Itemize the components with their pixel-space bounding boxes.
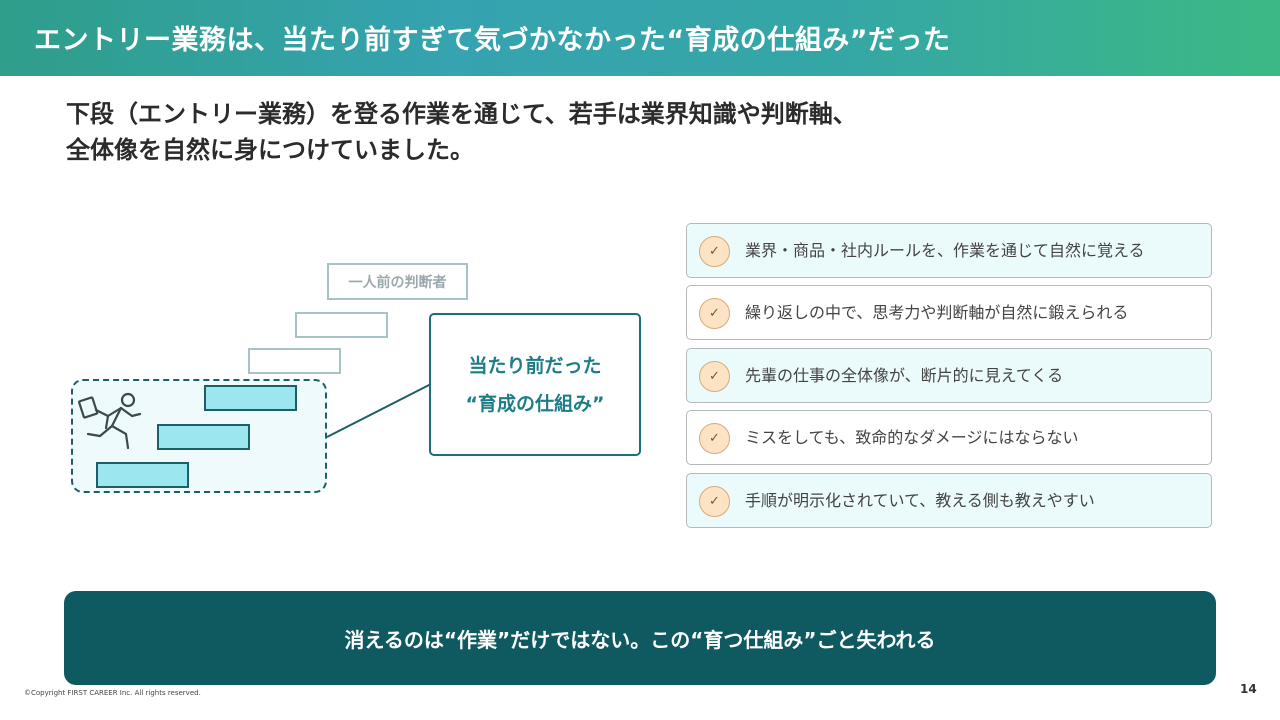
checklist-item: ✓ 繰り返しの中で、思考力や判断軸が自然に鍛えられる xyxy=(686,285,1212,340)
page-number: 14 xyxy=(1240,682,1257,696)
running-person-icon xyxy=(78,392,142,450)
growth-system-callout: 当たり前だった “育成の仕組み” xyxy=(429,313,641,456)
stair-step-3 xyxy=(204,385,297,411)
lead-line-1: 下段（エントリー業務）を登る作業を通じて、若手は業界知識や判断軸、 xyxy=(66,100,857,128)
callout-line-2: “育成の仕組み” xyxy=(465,392,605,415)
copyright-notice: ©Copyright FIRST CAREER Inc. All rights … xyxy=(24,689,201,697)
checklist-item-text: 業界・商品・社内ルールを、作業を通じて自然に覚える xyxy=(745,241,1145,260)
checklist-item-text: 手順が明示化されていて、教える側も教えやすい xyxy=(745,491,1095,510)
slide-title: エントリー業務は、当たり前すぎて気づかなかった“育成の仕組み”だった xyxy=(34,25,951,56)
stair-step-1 xyxy=(96,462,189,488)
checklist-item: ✓ 業界・商品・社内ルールを、作業を通じて自然に覚える xyxy=(686,223,1212,278)
check-icon: ✓ xyxy=(699,423,730,454)
stair-step-4 xyxy=(248,348,341,374)
check-icon: ✓ xyxy=(699,486,730,517)
checklist-item: ✓ 手順が明示化されていて、教える側も教えやすい xyxy=(686,473,1212,528)
lead-line-2: 全体像を自然に身につけていました。 xyxy=(66,136,474,164)
checklist-item-text: 先輩の仕事の全体像が、断片的に見えてくる xyxy=(745,366,1064,385)
checklist-item: ✓ 先輩の仕事の全体像が、断片的に見えてくる xyxy=(686,348,1212,403)
checklist-item: ✓ ミスをしても、致命的なダメージにはならない xyxy=(686,410,1212,465)
slide-header: エントリー業務は、当たり前すぎて気づかなかった“育成の仕組み”だった xyxy=(0,0,1280,76)
stair-step-5 xyxy=(295,312,388,338)
check-icon: ✓ xyxy=(699,298,730,329)
check-icon: ✓ xyxy=(699,236,730,267)
callout-line-1: 当たり前だった xyxy=(468,354,602,377)
check-icon: ✓ xyxy=(699,361,730,392)
lead-text: 下段（エントリー業務）を登る作業を通じて、若手は業界知識や判断軸、 全体像を自然… xyxy=(66,96,1066,168)
conclusion-banner: 消えるのは“作業”だけではない。この“育つ仕組み”ごと失われる xyxy=(64,591,1216,685)
conclusion-text: 消えるのは“作業”だけではない。この“育つ仕組み”ごと失われる xyxy=(344,627,936,652)
callout-connector-line xyxy=(326,383,432,438)
stair-step-top: 一人前の判断者 xyxy=(327,263,468,300)
staircase-diagram: 一人前の判断者 当たり前だった “育成の仕組み” xyxy=(0,0,660,560)
checklist-item-text: ミスをしても、致命的なダメージにはならない xyxy=(745,428,1079,447)
checklist-item-text: 繰り返しの中で、思考力や判断軸が自然に鍛えられる xyxy=(745,303,1129,322)
stair-step-2 xyxy=(157,424,250,450)
